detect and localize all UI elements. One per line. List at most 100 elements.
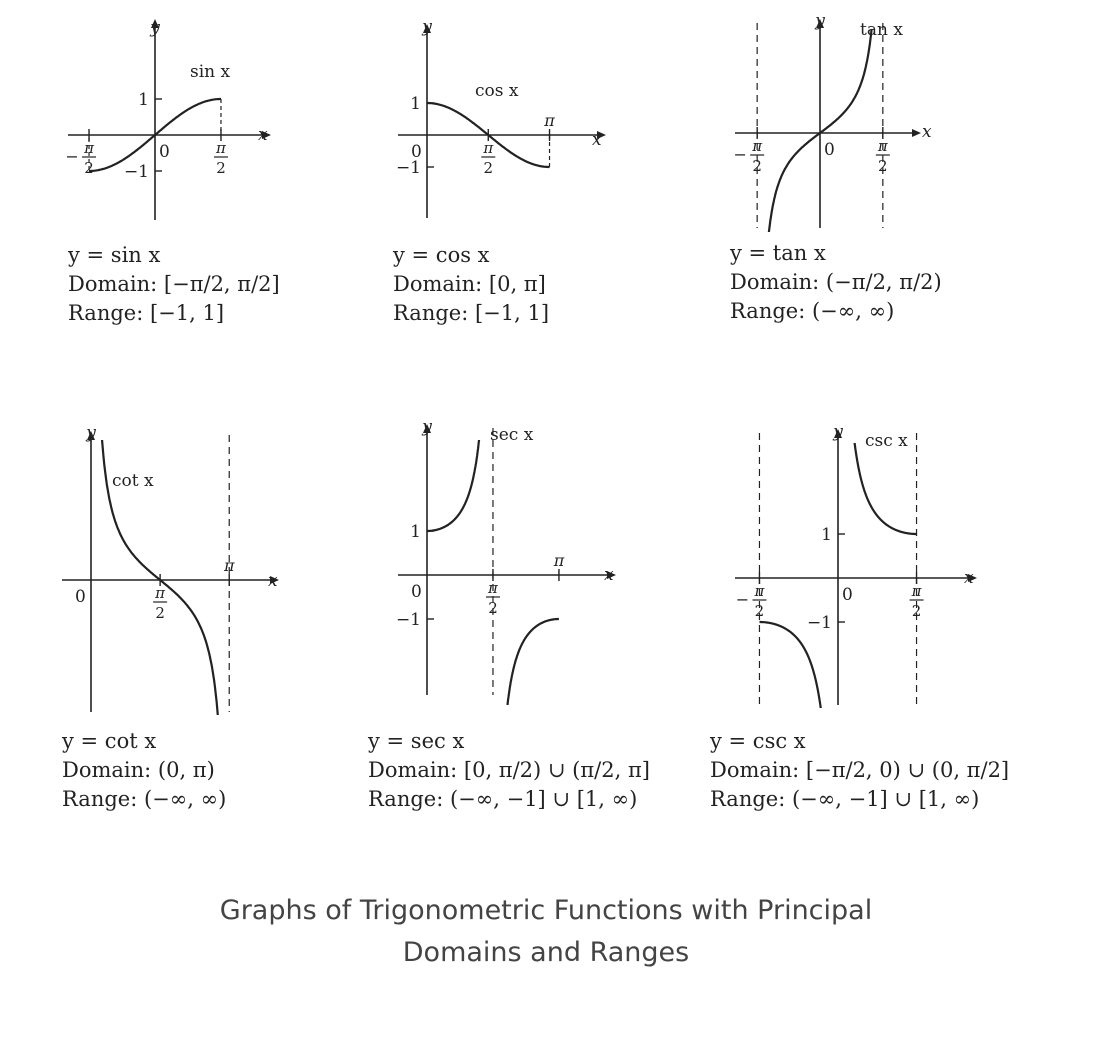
curve-sec	[506, 617, 559, 705]
y-axis-arrow-icon	[151, 19, 159, 28]
y-tick-label: −1	[396, 158, 421, 178]
domain-label: Domain: (0, π)	[62, 758, 215, 782]
y-axis-label: y	[832, 422, 843, 442]
x-axis-arrow-icon	[270, 576, 279, 584]
caption-line-1: Graphs of Trigonometric Functions with P…	[219, 895, 873, 926]
curve-tan	[767, 28, 873, 232]
y-tick-label: 1	[138, 90, 149, 110]
x-axis-label: x	[964, 568, 974, 588]
y-axis-arrow-icon	[423, 24, 431, 33]
y-axis-arrow-icon	[816, 19, 824, 28]
y-tick-label: −1	[124, 162, 149, 182]
curve-label: cot x	[112, 471, 154, 491]
x-tick-label: 0	[411, 142, 422, 162]
x-tick-label: π	[553, 551, 565, 570]
curve-label: cos x	[475, 81, 519, 101]
x-tick-label: −	[736, 590, 749, 609]
curve-label: tan x	[860, 20, 903, 40]
x-tick-label: 2	[488, 599, 498, 617]
range-label: Range: (−∞, −1] ∪ [1, ∞)	[710, 787, 979, 811]
equation-label: y = csc x	[709, 729, 806, 753]
x-tick-label: 2	[878, 157, 888, 175]
domain-label: Domain: [−π/2, 0) ∪ (0, π/2]	[710, 758, 1009, 782]
curve-csc	[853, 443, 917, 536]
range-label: Range: [−1, 1]	[68, 301, 224, 325]
x-tick-label: 2	[216, 159, 226, 177]
y-axis-label: y	[814, 11, 825, 31]
equation-label: y = sec x	[367, 729, 464, 753]
equation-label: y = cos x	[392, 243, 490, 267]
x-tick-label: 2	[752, 157, 762, 175]
x-tick-label: π	[911, 582, 923, 600]
x-tick-label: 0	[159, 142, 170, 162]
domain-label: Domain: [−π/2, π/2]	[68, 272, 280, 296]
x-tick-label: 0	[824, 140, 835, 160]
x-tick-label: 0	[75, 587, 86, 607]
x-axis-arrow-icon	[597, 131, 606, 139]
domain-label: Domain: (−π/2, π/2)	[730, 270, 942, 294]
y-axis-label: y	[421, 417, 432, 437]
x-tick-label: −	[733, 145, 746, 164]
figure-caption: Graphs of Trigonometric Functions with P…	[96, 890, 996, 974]
x-tick-label: 0	[411, 582, 422, 602]
x-tick-label: π	[215, 139, 227, 157]
y-axis-arrow-icon	[834, 429, 842, 438]
y-axis-label: y	[421, 17, 432, 37]
x-tick-label: 2	[155, 604, 165, 622]
x-tick-label: 2	[483, 159, 493, 177]
curve-cot	[100, 440, 219, 715]
curve-label: csc x	[865, 431, 908, 451]
curve-sec	[427, 440, 481, 533]
equation-label: y = sin x	[67, 243, 161, 267]
curve-cos	[427, 101, 550, 169]
range-label: Range: (−∞, ∞)	[62, 787, 226, 811]
y-axis-arrow-icon	[87, 431, 95, 440]
domain-label: Domain: [0, π/2) ∪ (π/2, π]	[368, 758, 650, 782]
curve-csc	[759, 620, 822, 708]
range-label: Range: (−∞, ∞)	[730, 299, 894, 323]
domain-label: Domain: [0, π]	[393, 272, 546, 296]
y-tick-label: −1	[807, 613, 832, 633]
x-axis-label: x	[922, 122, 932, 142]
x-tick-label: π	[543, 111, 555, 130]
x-tick-label: π	[751, 137, 763, 155]
caption-line-2: Domains and Ranges	[402, 937, 690, 968]
x-axis-label: x	[604, 565, 614, 585]
x-axis-arrow-icon	[607, 571, 616, 579]
x-axis-label: x	[258, 125, 268, 145]
y-axis-label: y	[149, 18, 160, 38]
y-tick-label: 1	[821, 525, 832, 545]
curve-label: sin x	[190, 62, 231, 82]
x-tick-label: −	[65, 147, 78, 166]
x-tick-label: π	[482, 139, 494, 157]
y-axis-label: y	[85, 423, 96, 443]
range-label: Range: [−1, 1]	[393, 301, 549, 325]
curve-label: sec x	[490, 425, 534, 445]
graph-cos: x y 0 π 2 π 1 −1 cos x y = cos x Domain: [0, π] Ran…	[392, 17, 606, 325]
x-tick-label: 2	[912, 602, 922, 620]
range-label: Range: (−∞, −1] ∪ [1, ∞)	[368, 787, 637, 811]
x-tick-label: π	[154, 584, 166, 602]
x-axis-arrow-icon	[912, 129, 921, 137]
x-tick-label: π	[487, 579, 499, 597]
y-tick-label: 1	[410, 94, 421, 114]
x-tick-label: π	[877, 137, 889, 155]
x-axis-label: x	[268, 571, 278, 591]
x-tick-label: 2	[755, 602, 765, 620]
x-tick-label: 0	[842, 585, 853, 605]
x-axis-arrow-icon	[262, 131, 271, 139]
y-tick-label: 1	[410, 522, 421, 542]
y-axis-arrow-icon	[423, 424, 431, 433]
x-tick-label: π	[754, 582, 766, 600]
equation-label: y = tan x	[729, 241, 826, 265]
x-axis-label: x	[592, 130, 602, 150]
equation-label: y = cot x	[61, 729, 156, 753]
x-axis-arrow-icon	[968, 574, 977, 582]
curve-sin	[89, 97, 221, 173]
